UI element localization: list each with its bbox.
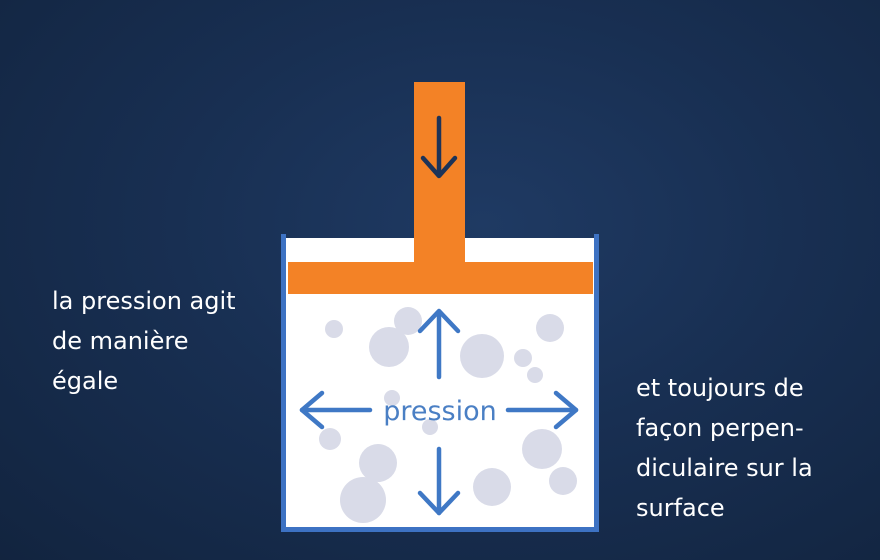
- gas-particle: [522, 429, 562, 469]
- arrow-down-icon: [417, 446, 461, 516]
- gas-particle: [536, 314, 564, 342]
- piston-head: [288, 262, 593, 294]
- gas-particle: [422, 419, 438, 435]
- pressure-label: pression: [383, 396, 497, 427]
- gas-particle: [319, 428, 341, 450]
- caption-pressure-equal: la pression agit de manière égale: [52, 287, 236, 395]
- arrow-left-icon: [299, 390, 373, 430]
- arrow-right-icon: [505, 390, 579, 430]
- gas-particle: [527, 367, 543, 383]
- gas-particle: [369, 327, 409, 367]
- caption-perpendicular: et toujours de façon perpen- diculaire s…: [636, 374, 813, 522]
- gas-particle: [384, 390, 400, 406]
- gas-particles: [319, 307, 577, 523]
- gas-particle: [394, 307, 422, 335]
- piston: [288, 82, 593, 294]
- container-left-wall: [281, 234, 286, 532]
- arrow-down-icon: [420, 115, 458, 179]
- gas-particle: [340, 477, 386, 523]
- arrow-up-icon: [417, 308, 461, 380]
- gas-particle: [359, 444, 397, 482]
- gas-particle: [325, 320, 343, 338]
- container-bottom-wall: [281, 527, 599, 532]
- gas-particle: [514, 349, 532, 367]
- gas-particle: [549, 467, 577, 495]
- gas-particle: [473, 468, 511, 506]
- container-right-wall: [594, 234, 599, 532]
- gas-particle: [460, 334, 504, 378]
